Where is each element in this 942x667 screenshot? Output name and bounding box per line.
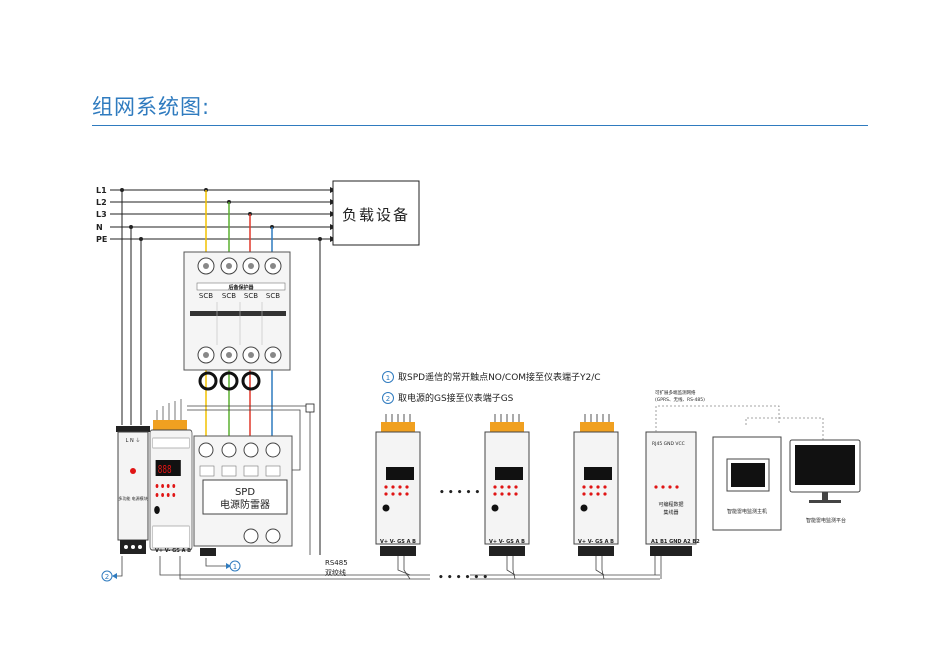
- signal-wiring: [115, 403, 410, 580]
- meter-4: V+ V- GS A B: [573, 414, 619, 556]
- breaker-pole-1: SCB: [199, 292, 213, 300]
- bus-label-l2: L2: [96, 198, 107, 207]
- backup-breaker: 后备保护器 SCB SCB SCB SCB: [183, 251, 291, 371]
- meter-4-terminals: V+ V- GS A B: [578, 539, 614, 545]
- spd-label-1: SPD: [235, 487, 255, 498]
- data-concentrator: RJ45 GND VCC 可编程数据 集线器 A1 B1 GND A2 B2: [645, 431, 700, 556]
- note-1-number: 1: [386, 374, 390, 382]
- load-equipment: 负载设备: [332, 180, 420, 246]
- breaker-header: 后备保护器: [228, 284, 254, 291]
- wireless-note-line-1: 可扩展多端监测网络: [655, 389, 696, 396]
- spd-label-2: 电源防雷器: [220, 498, 270, 511]
- host-label: 智能雷电监测主机: [727, 508, 767, 515]
- converter-top-labels: RJ45 GND VCC: [652, 441, 685, 447]
- circled-number-2-icon: 2: [105, 573, 109, 581]
- notes: 1 取SPD遥信的常开触点NO/COM接至仪表端子Y2/C 2 取电源的GS接至…: [382, 371, 601, 404]
- bus-label-n: N: [96, 223, 103, 232]
- rs485-bus: [397, 556, 662, 580]
- network-links: [655, 405, 824, 440]
- wireless-note-line-2: (GPRS、无线、RS-485): [655, 396, 705, 403]
- bus-label-l1: L1: [96, 186, 107, 195]
- marker-2-power: 2: [101, 570, 117, 582]
- breaker-pole-2: SCB: [222, 292, 236, 300]
- ellipsis-upper: • • • • • •: [439, 488, 489, 498]
- rs485-sub: 双绞线: [325, 568, 346, 577]
- meter-1: V+ V- GS A B: [149, 399, 193, 554]
- converter-bottom-terminals: A1 B1 GND A2 B2: [651, 539, 700, 545]
- converter-text-2: 集线器: [663, 509, 678, 516]
- breaker-pole-3: SCB: [244, 292, 258, 300]
- power-module: L N ⏚ 多功能 电源模块: [116, 426, 150, 554]
- load-label: 负载设备: [342, 206, 410, 224]
- spd-surge-protector: SPD 电源防雷器: [193, 435, 293, 556]
- monitoring-platform: 智能雷电监测平台: [789, 439, 861, 524]
- note-2-text: 取电源的GS接至仪表端子GS: [398, 392, 514, 404]
- power-module-text: 多功能 电源模块: [118, 495, 147, 501]
- meter-1-terminals: V+ V- GS A B: [155, 548, 191, 554]
- power-module-terminals: L N ⏚: [126, 437, 141, 444]
- page-title: 组网系统图:: [92, 95, 211, 119]
- title-divider: [92, 125, 868, 126]
- meter-2: V+ V- GS A B: [375, 414, 421, 556]
- converter-text-1: 可编程数据: [658, 501, 683, 508]
- bus-label-pe: PE: [96, 235, 107, 244]
- note-2-number: 2: [386, 395, 390, 403]
- monitor-icon: [789, 439, 861, 503]
- monitoring-host: 智能雷电监测主机: [712, 436, 782, 531]
- meter-2-terminals: V+ V- GS A B: [380, 539, 416, 545]
- meter-3: V+ V- GS A B: [484, 414, 530, 556]
- marker-1-spd: 1: [226, 560, 241, 572]
- note-1-text: 取SPD遥信的常开触点NO/COM接至仪表端子Y2/C: [398, 371, 601, 383]
- current-transformers: [198, 371, 261, 391]
- bus-label-l3: L3: [96, 210, 107, 219]
- platform-label: 智能雷电监测平台: [806, 517, 846, 524]
- ellipsis-lower: • • • • • •: [438, 573, 488, 583]
- meter-3-terminals: V+ V- GS A B: [489, 539, 525, 545]
- circled-number-1-icon: 1: [233, 563, 237, 571]
- breaker-pole-4: SCB: [266, 292, 280, 300]
- rs485-label: RS485: [325, 559, 348, 567]
